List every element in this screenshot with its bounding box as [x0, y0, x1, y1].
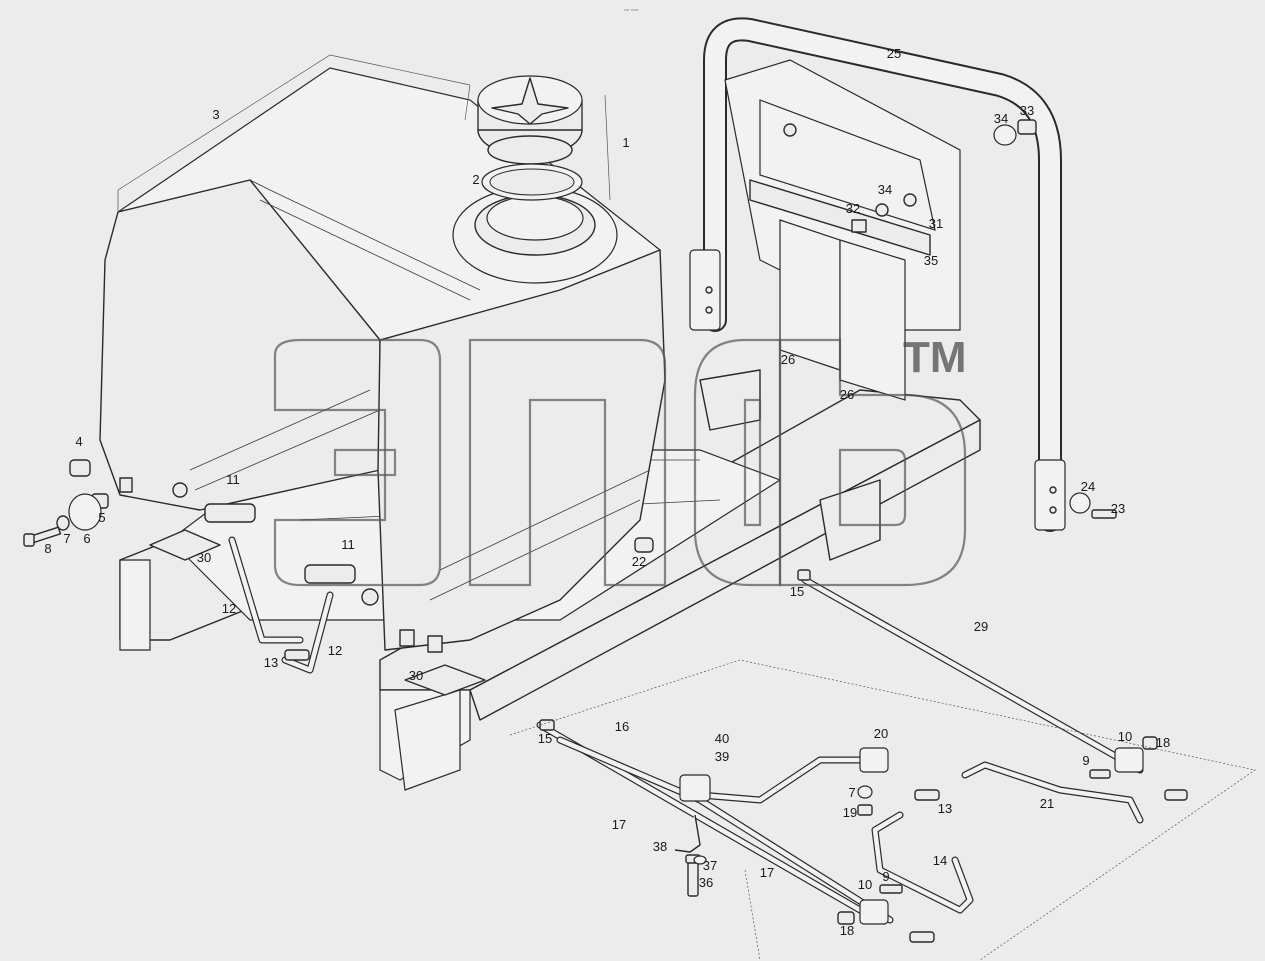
- callout-30: 30: [409, 668, 423, 683]
- fuel-lines: [228, 536, 1188, 943]
- callout-7: 7: [63, 531, 70, 546]
- o-ring: [481, 163, 583, 201]
- header-mark: ▫▫ ▫▫▫: [624, 7, 638, 14]
- callout-11: 11: [341, 537, 355, 552]
- callout-34: 34: [878, 182, 892, 197]
- callout-20: 20: [874, 726, 888, 741]
- callout-12: 12: [222, 601, 236, 616]
- callout-9: 9: [1082, 753, 1089, 768]
- guard-frame: [689, 17, 1066, 532]
- callout-26: 26: [840, 387, 854, 402]
- callout-39: 39: [715, 749, 729, 764]
- callout-12: 12: [328, 643, 342, 658]
- callout-29: 29: [974, 619, 988, 634]
- callout-19: 19: [843, 805, 857, 820]
- callout-24: 24: [1081, 479, 1095, 494]
- callout-36: 36: [699, 875, 713, 890]
- callout-9: 9: [882, 869, 889, 884]
- callout-33: 33: [1020, 103, 1034, 118]
- callout-17: 17: [612, 817, 626, 832]
- callout-5: 5: [98, 510, 105, 525]
- callout-18: 18: [1156, 735, 1170, 750]
- callout-15: 15: [538, 731, 552, 746]
- filler-cap: [477, 75, 583, 165]
- callout-10: 10: [1118, 729, 1132, 744]
- callout-35: 35: [924, 253, 938, 268]
- callout-4: 4: [75, 434, 82, 449]
- callout-26: 26: [781, 352, 795, 367]
- callout-37: 37: [703, 858, 717, 873]
- callout-31: 31: [929, 216, 943, 231]
- callout-8: 8: [44, 541, 51, 556]
- callout-17: 17: [760, 865, 774, 880]
- callout-11: 11: [226, 472, 240, 487]
- callout-7: 7: [848, 785, 855, 800]
- callout-23: 23: [1111, 501, 1125, 516]
- callout-6: 6: [83, 531, 90, 546]
- callout-40: 40: [715, 731, 729, 746]
- callout-30: 30: [197, 550, 211, 565]
- callout-34: 34: [994, 111, 1008, 126]
- callout-16: 16: [615, 719, 629, 734]
- watermark: TM: [273, 333, 967, 587]
- callout-21: 21: [1040, 796, 1054, 811]
- callout-labels: 1234567811301112131230222533343432313526…: [44, 46, 1170, 938]
- callout-2: 2: [472, 172, 479, 187]
- callout-10: 10: [858, 877, 872, 892]
- callout-15: 15: [790, 584, 804, 599]
- callout-22: 22: [632, 554, 646, 569]
- callout-13: 13: [938, 801, 952, 816]
- callout-14: 14: [933, 853, 947, 868]
- rear-fasteners: [23, 119, 1117, 584]
- fuel-tank: [99, 67, 666, 653]
- callout-18: 18: [840, 923, 854, 938]
- callout-25: 25: [887, 46, 901, 61]
- group-outlines: [117, 54, 1256, 961]
- callout-32: 32: [846, 201, 860, 216]
- callout-38: 38: [653, 839, 667, 854]
- callout-13: 13: [264, 655, 278, 670]
- callout-1: 1: [622, 135, 629, 150]
- callout-3: 3: [212, 107, 219, 122]
- trademark-mark: TM: [903, 333, 967, 382]
